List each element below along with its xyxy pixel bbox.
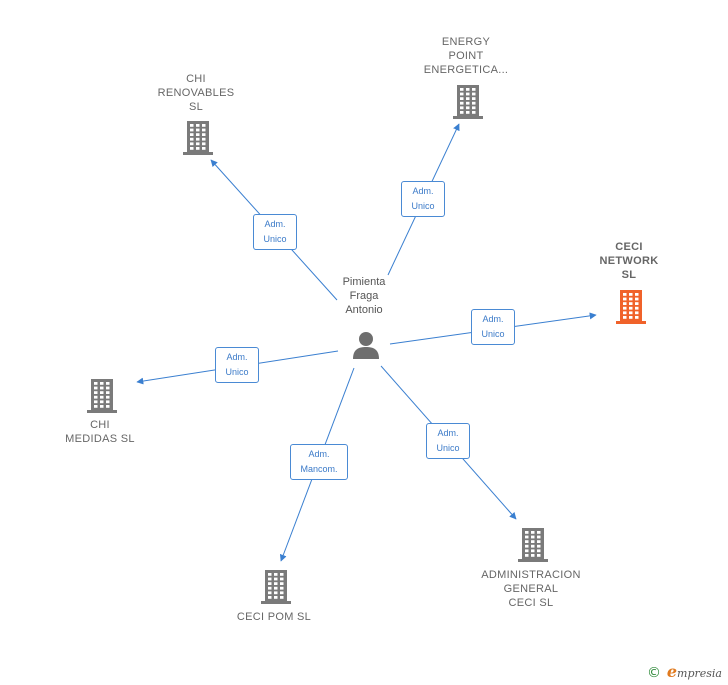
person-name-line-1: Pimienta bbox=[342, 276, 386, 288]
role-badge-chi-medidas[interactable]: Adm. Unico bbox=[215, 347, 259, 383]
company-label-line: ADMINISTRACION bbox=[481, 569, 581, 581]
role-text: Mancom. bbox=[300, 464, 338, 474]
role-badge-ceci-pom[interactable]: Adm. Mancom. bbox=[290, 444, 348, 480]
company-label-line: RENOVABLES bbox=[157, 87, 235, 99]
role-text: Adm. bbox=[482, 314, 504, 324]
copyright-symbol: © bbox=[647, 665, 662, 681]
role-text: Unico bbox=[481, 329, 505, 339]
person-name-line-3: Antonio bbox=[345, 304, 383, 316]
company-label-line: ENERGETICA... bbox=[423, 64, 509, 76]
role-badge-administracion-general[interactable]: Adm. Unico bbox=[426, 423, 470, 459]
company-label-line: CECI bbox=[615, 241, 643, 253]
role-text: Unico bbox=[225, 367, 249, 377]
building-icon[interactable] bbox=[516, 527, 550, 568]
company-label-line: MEDIDAS SL bbox=[65, 433, 135, 445]
brand-logo-initial: e bbox=[666, 662, 678, 681]
role-text: Unico bbox=[263, 234, 287, 244]
company-label-line: CECI POM SL bbox=[236, 611, 312, 623]
footer-brand: © empresia bbox=[647, 662, 722, 681]
company-label-line: CHI bbox=[186, 73, 206, 85]
company-label-ceci-pom[interactable]: CECI POM SL bbox=[214, 610, 334, 624]
role-badge-ceci-network[interactable]: Adm. Unico bbox=[471, 309, 515, 345]
role-text: Adm. bbox=[226, 352, 248, 362]
company-label-chi-medidas[interactable]: CHI MEDIDAS SL bbox=[40, 418, 160, 446]
person-icon[interactable] bbox=[351, 330, 381, 360]
company-label-line: CECI SL bbox=[508, 597, 554, 609]
building-icon[interactable] bbox=[181, 120, 215, 161]
company-label-line: POINT bbox=[448, 50, 484, 62]
company-label-line: SL bbox=[621, 269, 637, 281]
role-text: Adm. bbox=[437, 428, 459, 438]
person-name-line-2: Fraga bbox=[349, 290, 379, 302]
building-icon[interactable] bbox=[259, 569, 293, 610]
role-text: Adm. bbox=[264, 219, 286, 229]
brand-logo-text: mpresia bbox=[677, 667, 722, 680]
company-label-ceci-network[interactable]: CECI NETWORK SL bbox=[569, 240, 689, 282]
role-text: Adm. bbox=[308, 449, 330, 459]
company-label-energy-point[interactable]: ENERGY POINT ENERGETICA... bbox=[406, 35, 526, 77]
person-name[interactable]: Pimienta Fraga Antonio bbox=[322, 275, 406, 317]
company-label-administracion-general[interactable]: ADMINISTRACION GENERAL CECI SL bbox=[471, 568, 591, 610]
building-icon[interactable] bbox=[451, 84, 485, 125]
company-label-line: NETWORK bbox=[599, 255, 659, 267]
building-icon[interactable] bbox=[85, 378, 119, 419]
company-label-chi-renovables[interactable]: CHI RENOVABLES SL bbox=[136, 72, 256, 114]
company-label-line: ENERGY bbox=[441, 36, 491, 48]
role-text: Adm. bbox=[412, 186, 434, 196]
building-icon[interactable] bbox=[614, 289, 648, 330]
role-text: Unico bbox=[411, 201, 435, 211]
role-text: Unico bbox=[436, 443, 460, 453]
company-label-line: GENERAL bbox=[503, 583, 559, 595]
role-badge-energy-point[interactable]: Adm. Unico bbox=[401, 181, 445, 217]
company-label-line: SL bbox=[188, 101, 204, 113]
company-label-line: CHI bbox=[90, 419, 110, 431]
role-badge-chi-renovables[interactable]: Adm. Unico bbox=[253, 214, 297, 250]
